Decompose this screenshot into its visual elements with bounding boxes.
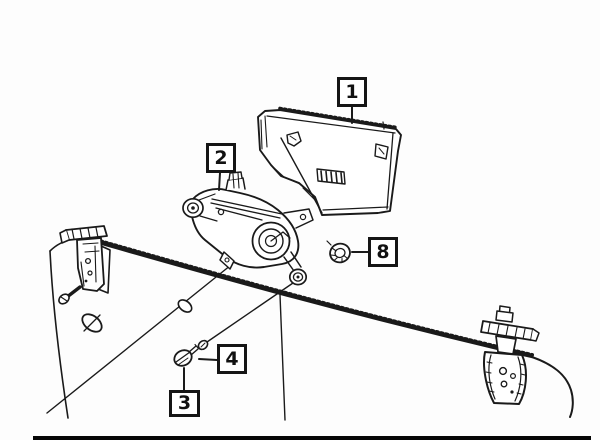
callout-label-2: 2 (214, 146, 228, 169)
glass-oval-hole-large (81, 313, 103, 333)
motor-mount-foot (219, 251, 235, 270)
pivot-nut-part-8 (326, 240, 351, 264)
push-pin-part-3 (173, 343, 201, 367)
cover-vent (316, 168, 346, 185)
callout-box-3: 3 (169, 390, 200, 417)
hinge-pin (58, 285, 82, 305)
bottom-border-bar (33, 436, 591, 440)
pivot-reference-line (279, 294, 286, 421)
callout-box-4: 4 (217, 344, 247, 374)
glass-panel (46, 238, 574, 421)
glass-left-edge (49, 250, 69, 419)
callout-label-8: 8 (376, 240, 390, 263)
callout-box-8: 8 (368, 237, 398, 267)
callout-label-3: 3 (177, 392, 192, 414)
motor-mount-leader-line (46, 264, 232, 414)
wiper-pivot-shaft (283, 251, 308, 286)
wiper-motor-assembly (182, 171, 314, 286)
callout-box-2: 2 (206, 143, 236, 173)
right-hinge (480, 305, 540, 405)
callout-label-1: 1 (345, 80, 359, 103)
callout-box-1: 1 (337, 77, 367, 107)
motor-end-cap (182, 193, 218, 222)
left-hinge (58, 225, 111, 305)
glass-right-edge (531, 356, 574, 418)
glass-oval-hole-small (177, 299, 193, 313)
leader-line-2 (218, 172, 221, 191)
callout-label-4: 4 (225, 347, 239, 370)
motor-right-plate (283, 208, 314, 229)
leader-line-4 (198, 358, 218, 361)
trim-cover (257, 106, 402, 216)
gear-housing (251, 221, 291, 261)
glass-top-edge (93, 240, 534, 359)
motor-top-bracket (225, 171, 246, 191)
pivot-to-grommet-leader-line (206, 282, 294, 343)
callout-leader-lines (183, 106, 369, 391)
